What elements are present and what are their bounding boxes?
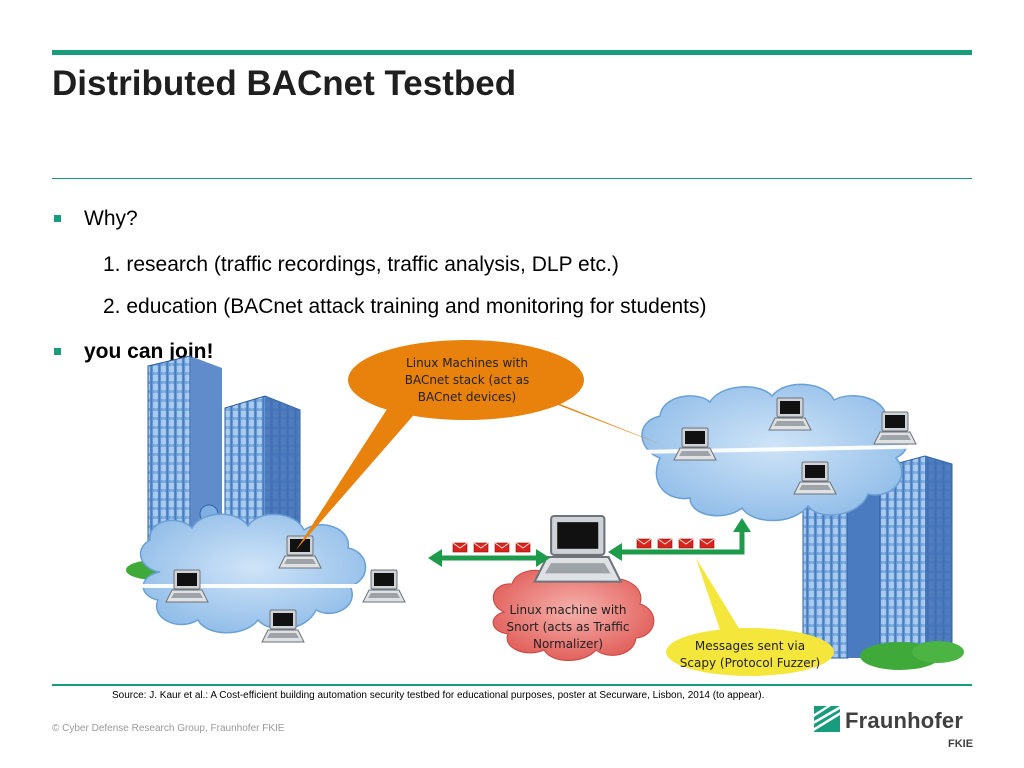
testbed-diagram	[126, 340, 964, 676]
footer-copyright: © Cyber Defense Research Group, Fraunhof…	[52, 723, 285, 734]
callout-line: Normalizer)	[532, 637, 604, 651]
bullet-marker-icon	[54, 348, 61, 355]
callout-line: Linux Machines with	[406, 356, 528, 370]
callout-linux-machines: Linux Machines with BACnet stack (act as…	[376, 355, 558, 406]
callout-line: BACnet stack (act as	[404, 373, 530, 387]
bullet-join: you can join!	[84, 340, 214, 363]
fraunhofer-logo-sub: FKIE	[948, 738, 974, 750]
footer-rule	[52, 684, 972, 686]
arrow-left-icon	[428, 549, 550, 567]
callout-messages: Messages sent via Scapy (Protocol Fuzzer…	[658, 638, 842, 672]
source-citation: Source: J. Kaur et al.: A Cost-efficient…	[112, 690, 765, 701]
callout-line: Scapy (Protocol Fuzzer)	[679, 656, 821, 670]
fraunhofer-logo-icon	[814, 706, 840, 732]
fraunhofer-logo-text: Fraunhofer	[845, 708, 964, 733]
title-divider	[52, 178, 972, 179]
sub-item-education: 2. education (BACnet attack training and…	[103, 295, 707, 318]
callout-line: Snort (acts as Traffic	[506, 620, 630, 634]
arrow-right-icon	[608, 518, 751, 561]
callout-line: BACnet devices)	[417, 390, 517, 404]
cloud-icon	[492, 567, 655, 661]
callout-line: Messages sent via	[694, 639, 806, 653]
orange-callout	[296, 340, 665, 550]
header-rule	[52, 50, 972, 55]
page-title: Distributed BACnet Testbed	[52, 64, 517, 103]
yellow-callout	[666, 558, 834, 676]
laptop-icon	[533, 514, 622, 583]
sub-item-research: 1. research (traffic recordings, traffic…	[103, 253, 619, 276]
building-icon	[879, 455, 953, 659]
callout-snort: Linux machine with Snort (acts as Traffi…	[498, 602, 638, 653]
bullet-why: Why?	[84, 207, 138, 230]
callout-line: Linux machine with	[509, 603, 627, 617]
bullet-marker-icon	[54, 215, 61, 222]
